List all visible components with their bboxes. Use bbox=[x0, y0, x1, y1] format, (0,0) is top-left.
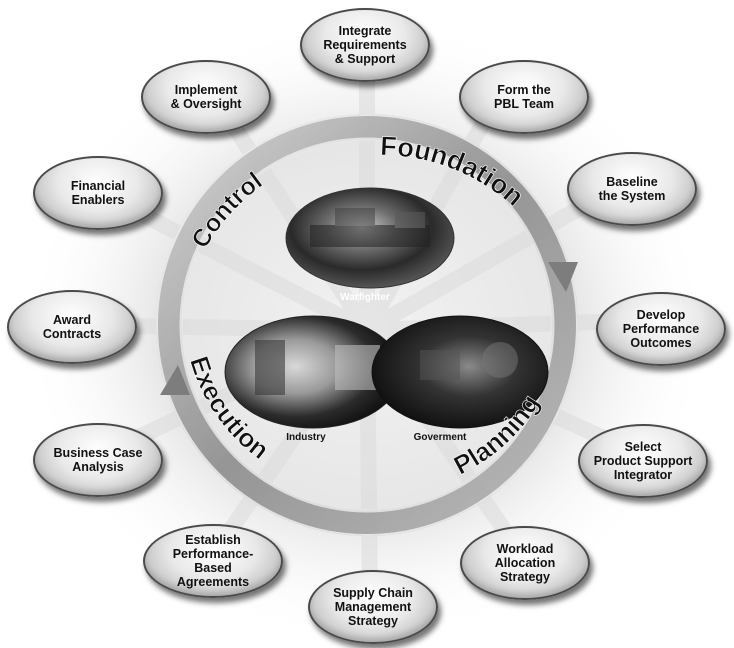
step-establish-pba: Establish Performance-Based Agreements bbox=[143, 524, 283, 598]
arrowhead-left bbox=[160, 365, 190, 395]
step-form-pbl-team: Form the PBL Team bbox=[459, 60, 589, 134]
step-label: Workload Allocation Strategy bbox=[494, 542, 556, 584]
warfighter-label: Warfighter bbox=[340, 292, 390, 303]
warfighter-photo-detail bbox=[310, 208, 430, 247]
step-label: Supply Chain Management Strategy bbox=[333, 586, 413, 628]
arrowhead-right bbox=[548, 262, 578, 292]
step-baseline-system: Baseline the System bbox=[567, 152, 697, 226]
step-business-case: Business Case Analysis bbox=[33, 423, 163, 497]
step-select-integrator: Select Product Support Integrator bbox=[578, 424, 708, 498]
step-develop-performance: Develop Performance Outcomes bbox=[596, 292, 726, 366]
step-implement-oversight: Implement & Oversight bbox=[141, 60, 271, 134]
step-label: Financial Enablers bbox=[70, 179, 126, 207]
step-label: Implement & Oversight bbox=[170, 83, 242, 111]
step-label: Award Contracts bbox=[42, 313, 102, 341]
government-photo-detail bbox=[420, 342, 518, 380]
step-label: Establish Performance-Based Agreements bbox=[172, 533, 254, 589]
step-financial-enablers: Financial Enablers bbox=[33, 156, 163, 230]
step-label: Select Product Support Integrator bbox=[593, 440, 693, 482]
government-label: Goverment bbox=[414, 432, 467, 443]
step-label: Integrate Requirements & Support bbox=[323, 24, 407, 66]
step-integrate-requirements: Integrate Requirements & Support bbox=[300, 8, 430, 82]
step-supply-chain: Supply Chain Management Strategy bbox=[308, 570, 438, 644]
step-label: Form the PBL Team bbox=[494, 83, 554, 111]
step-label: Baseline the System bbox=[598, 175, 666, 203]
center-photos bbox=[224, 187, 549, 429]
step-label: Business Case Analysis bbox=[53, 446, 143, 474]
step-label: Develop Performance Outcomes bbox=[622, 308, 700, 350]
cycle-ring bbox=[156, 114, 578, 536]
step-workload-allocation: Workload Allocation Strategy bbox=[460, 526, 590, 600]
industry-label: Industry bbox=[286, 432, 326, 443]
step-award-contracts: Award Contracts bbox=[7, 290, 137, 364]
